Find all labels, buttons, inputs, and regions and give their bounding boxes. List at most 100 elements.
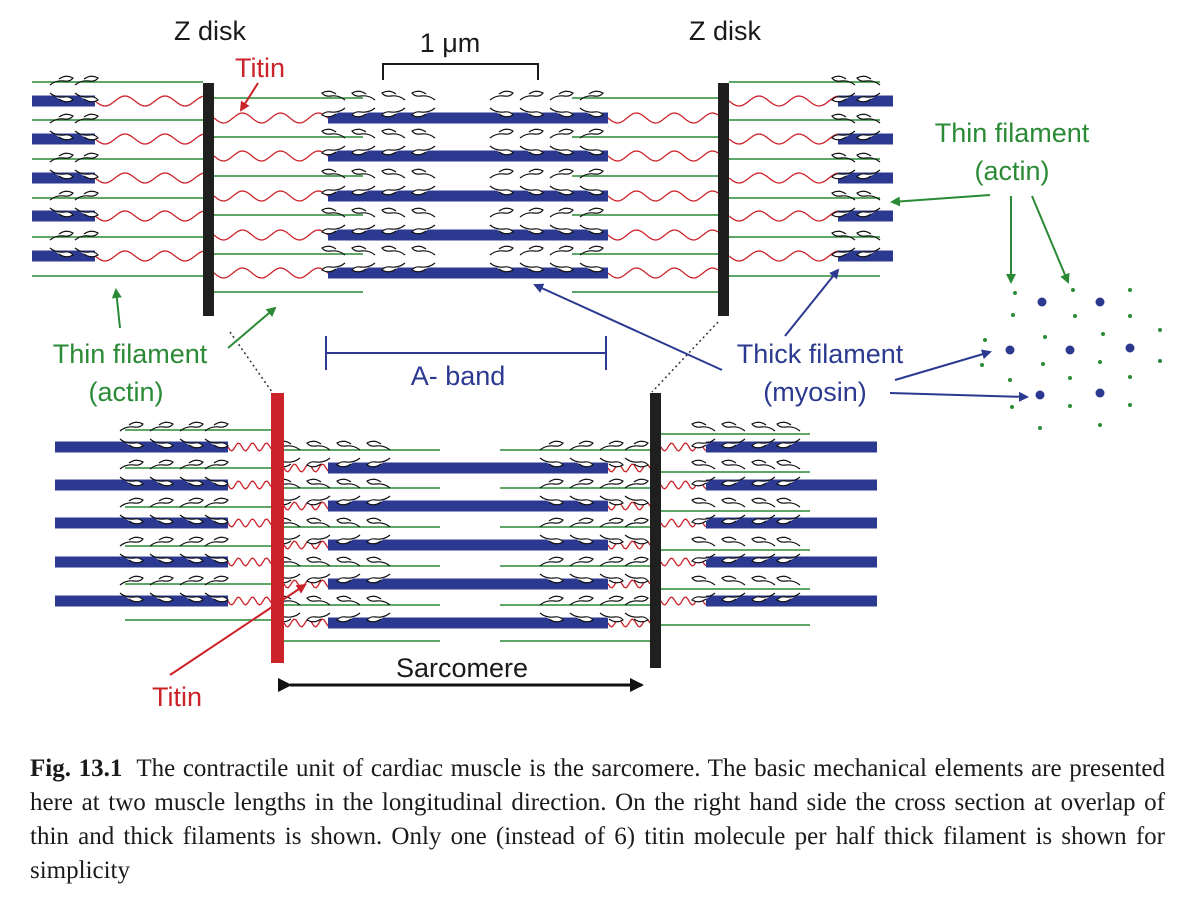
myosin-head [831, 130, 856, 141]
myosin-head [74, 75, 99, 86]
myosin-head [519, 90, 544, 101]
thick-filament [328, 462, 608, 474]
myosin-head [624, 440, 649, 451]
titin-spring [607, 112, 719, 124]
myosin-head [691, 459, 716, 470]
myosin-head [549, 245, 574, 256]
myosin-head [624, 457, 649, 468]
top-myosin-heads [49, 75, 881, 273]
myosin-head [721, 575, 746, 586]
titin-top-arrow [239, 82, 259, 112]
actin-dot [1068, 404, 1072, 408]
myosin-head [119, 476, 144, 487]
myosin-dot [1095, 297, 1105, 307]
myosin-head [366, 478, 391, 489]
myosin-head [751, 459, 776, 470]
myosin-head [306, 440, 331, 451]
sarcomere-label: Sarcomere [396, 653, 528, 683]
myosin-head [149, 536, 174, 547]
myosin-head [579, 224, 604, 235]
thick-filament-arrow-1 [533, 283, 723, 371]
thin-filament-label-left: Thin filament [53, 339, 208, 369]
myosin-head [204, 514, 229, 525]
actin-dot [1098, 360, 1102, 364]
myosin-head [599, 478, 624, 489]
myosin-head [351, 107, 376, 118]
myosin-head [351, 245, 376, 256]
thick-filament [328, 229, 608, 241]
scale-bar-label: 1 μm [420, 28, 481, 58]
titin-spring [283, 618, 329, 628]
myosin-head [381, 145, 406, 156]
myosin-head [119, 536, 144, 547]
thin-filament-label-right: Thin filament [935, 118, 1090, 148]
myosin-head [624, 495, 649, 506]
myosin-head [336, 595, 361, 606]
myosin-head [381, 262, 406, 273]
myosin-head [569, 573, 594, 584]
myosin-head [856, 113, 881, 124]
thin-filament-left-arrow-1 [111, 288, 122, 329]
myosin-head [306, 478, 331, 489]
thick-filament [706, 595, 877, 607]
myosin-head [179, 575, 204, 586]
myosin-head [411, 185, 436, 196]
myosin-head [366, 534, 391, 545]
titin-label-top: Titin [235, 53, 285, 83]
titin-spring [607, 150, 719, 162]
myosin-head [856, 247, 881, 258]
myosin-head [624, 612, 649, 623]
myosin-head [856, 92, 881, 103]
myosin-head [179, 438, 204, 449]
myosin-head [569, 495, 594, 506]
myosin-head [489, 185, 514, 196]
myosin-head [549, 107, 574, 118]
myosin-head [579, 168, 604, 179]
myosin-head [579, 128, 604, 139]
myosin-head [381, 245, 406, 256]
myosin-head [336, 556, 361, 567]
myosin-head [776, 497, 801, 508]
thick-filament [706, 517, 877, 529]
myosin-head [579, 107, 604, 118]
titin-spring [227, 557, 272, 567]
myosin-head [519, 224, 544, 235]
actin-dot [983, 338, 987, 342]
myosin-head [306, 517, 331, 528]
myosin-head [599, 556, 624, 567]
myosin-head [856, 152, 881, 163]
myosin-head [751, 575, 776, 586]
myosin-head [489, 90, 514, 101]
thick-filament [328, 150, 608, 162]
myosin-head [204, 438, 229, 449]
myosin-head [204, 575, 229, 586]
actin-label-right: (actin) [974, 156, 1049, 186]
z-disk-label-right: Z disk [689, 16, 762, 46]
myosin-head [489, 168, 514, 179]
myosin-head [569, 440, 594, 451]
thin-filament-left-arrow-2 [227, 306, 277, 349]
titin-spring [227, 596, 272, 606]
myosin-head [519, 145, 544, 156]
myosin-head [549, 185, 574, 196]
actin-dot [1128, 375, 1132, 379]
myosin-head [751, 476, 776, 487]
myosin-head [74, 113, 99, 124]
top-thin-filaments [32, 81, 880, 293]
myosin-head [366, 457, 391, 468]
myosin-head [539, 517, 564, 528]
myosin-head [381, 107, 406, 118]
myosin-head [149, 592, 174, 603]
myosin-head [721, 514, 746, 525]
myosin-head [569, 534, 594, 545]
myosin-head [366, 517, 391, 528]
z-disk-top-left [203, 83, 214, 316]
myosin-head [366, 556, 391, 567]
myosin-head [321, 107, 346, 118]
myosin-head [411, 90, 436, 101]
myosin-head [519, 207, 544, 218]
myosin-head [599, 595, 624, 606]
myosin-head [306, 556, 331, 567]
actin-dot [1128, 403, 1132, 407]
thick-filament [328, 539, 608, 551]
